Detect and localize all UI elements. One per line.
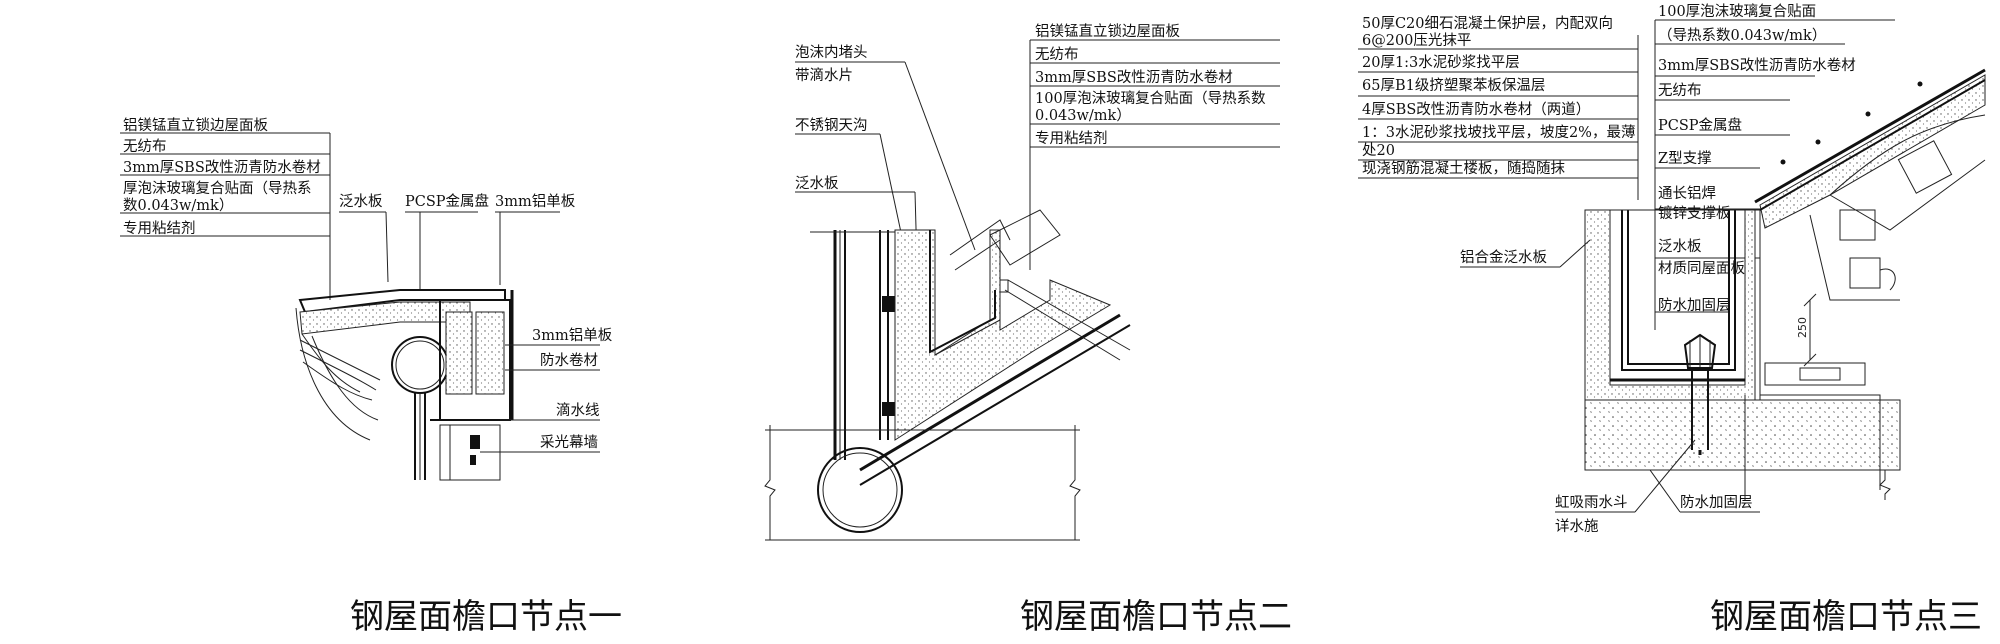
detail3-left-label-2: 6@200压光抹平 [1362, 32, 1471, 49]
detail1-layer-label-4: 厚泡沫玻璃复合贴面（导热系 [123, 179, 312, 197]
detail-3: 50厚C20细石混凝土保护层，内配双向 6@200压光抹平 20厚1:3水泥砂浆… [1358, 2, 1986, 637]
detail1-layer-label-2: 无纺布 [123, 138, 167, 155]
detail1-drip-line-label: 滴水线 [556, 401, 600, 419]
detail3-right-label-10: 材质同屋面板 [1658, 259, 1745, 277]
detail1-alu-panel-right-label: 3mm铝单板 [532, 326, 613, 344]
detail1-curtain-wall [414, 393, 501, 481]
detail3-right-label-5: PCSP金属盘 [1658, 116, 1742, 134]
detail-1: 铝镁锰直立锁边屋面板 无纺布 3mm厚SBS改性沥青防水卷材 厚泡沫玻璃复合贴面… [120, 116, 622, 637]
detail2-wall [810, 230, 905, 460]
detail3-left-label-7: 处20 [1362, 142, 1395, 159]
detail3-right-label-6: Z型支撑 [1658, 150, 1712, 167]
detail3-left-label-8: 现浇钢筋混凝土楼板，随捣随抹 [1362, 159, 1565, 177]
detail3-right-label-11: 防水加固层 [1658, 297, 1731, 314]
detail3-left-label-6: 1：3水泥砂浆找坡找平层，坡度2%，最薄 [1362, 123, 1635, 141]
detail3-right-label-8: 镀锌支撑板 [1658, 204, 1731, 222]
detail3-see-plumbing-label: 详水施 [1555, 518, 1599, 535]
detail3-left-label-5: 4厚SBS改性沥青防水卷材（两道） [1362, 101, 1590, 118]
detail3-caption: 钢屋面檐口节点三 [1710, 597, 1982, 637]
detail3-left-label-3: 20厚1:3水泥砂浆找平层 [1362, 53, 1520, 71]
detail3-left-leaders [1358, 35, 1639, 200]
detail3-left-label-1: 50厚C20细石混凝土保护层，内配双向 [1362, 15, 1613, 32]
detail1-flashing-label: 泛水板 [339, 192, 383, 210]
detail3-siphon-label: 虹吸雨水斗 [1555, 494, 1628, 511]
detail2-drip-label: 带滴水片 [795, 66, 853, 84]
detail3-right-label-9: 泛水板 [1658, 237, 1702, 255]
detail3-right-label-2: （导热系数0.043w/mk） [1658, 27, 1826, 44]
detail2-steel-tube [817, 447, 903, 533]
detail2-foam-plug-label: 泡沫内堵头 [795, 44, 868, 61]
detail2-layer-label-3: 3mm厚SBS改性沥青防水卷材 [1035, 69, 1233, 86]
detail1-curtain-wall-label: 采光幕墙 [540, 434, 598, 451]
detail3-right-leaders [1654, 19, 1895, 330]
detail1-layer-label-6: 专用粘结剂 [123, 220, 196, 237]
detail2-gutter-insulation [894, 229, 1112, 441]
svg-text:250: 250 [1796, 317, 1809, 338]
detail3-sloped-roof [1754, 68, 1986, 301]
detail3-left-label-4: 65厚B1级挤塑聚苯板保温层 [1362, 76, 1545, 94]
detail2-break-lines [764, 425, 1081, 541]
detail1-insulation [299, 301, 471, 335]
detail1-pcsp-label: PCSP金属盘 [405, 192, 489, 210]
detail2-flashing-label: 泛水板 [795, 174, 839, 192]
detail-2: 泡沫内堵头 带滴水片 不锈钢天沟 泛水板 铝镁锰直立锁边屋面板 无纺布 3mm厚… [764, 22, 1292, 637]
detail3-break-lines [1744, 470, 1891, 500]
detail2-gutter-steel [929, 230, 996, 354]
detail1-layer-leaders [120, 132, 331, 300]
detail2-layer-label-1: 铝镁锰直立锁边屋面板 [1035, 22, 1180, 40]
detail3-gutter [1584, 209, 1901, 490]
detail3-dimension: 250 [1796, 293, 1817, 367]
detail2-sloped-roof [859, 209, 1131, 486]
detail2-caption: 钢屋面檐口节点二 [1020, 597, 1292, 637]
detail2-layer-label-4: 100厚泡沫玻璃复合贴面（导热系数 [1035, 89, 1266, 107]
detail1-right-leaders [480, 344, 600, 453]
detail3-siphon-drain [1683, 333, 1717, 455]
detail1-layer-label-1: 铝镁锰直立锁边屋面板 [123, 116, 268, 134]
detail1-layer-label-5: 数0.043w/mk） [123, 197, 233, 214]
detail1-top-leaders [339, 211, 560, 290]
detail2-layer-leaders [1029, 39, 1280, 270]
detail3-right-label-4: 无纺布 [1658, 82, 1702, 99]
detail3-right-label-3: 3mm厚SBS改性沥青防水卷材 [1658, 57, 1856, 74]
detail1-layer-label-3: 3mm厚SBS改性沥青防水卷材 [123, 159, 321, 176]
detail3-right-label-1: 100厚泡沫玻璃复合贴面 [1658, 2, 1816, 20]
detail1-rafter-lines [299, 339, 381, 401]
detail1-waterproof-label: 防水卷材 [540, 352, 598, 369]
detail1-alu-panel-top-label: 3mm铝单板 [495, 192, 576, 210]
detail3-alu-flashing-label: 铝合金泛水板 [1460, 248, 1547, 266]
detail1-curved-roof [301, 333, 361, 393]
detail3-fasteners [1780, 81, 1923, 165]
detail3-right-label-7: 通长铝焊 [1658, 185, 1716, 202]
detail2-gutter-label: 不锈钢天沟 [795, 117, 868, 134]
detail3-reinforcement-label-bottom: 防水加固层 [1680, 494, 1753, 511]
detail2-layer-label-5: 0.043w/mk） [1035, 107, 1131, 124]
detail1-caption: 钢屋面檐口节点一 [350, 597, 622, 637]
detail2-layer-label-6: 专用粘结剂 [1035, 130, 1108, 147]
detail2-layer-label-2: 无纺布 [1035, 46, 1079, 63]
